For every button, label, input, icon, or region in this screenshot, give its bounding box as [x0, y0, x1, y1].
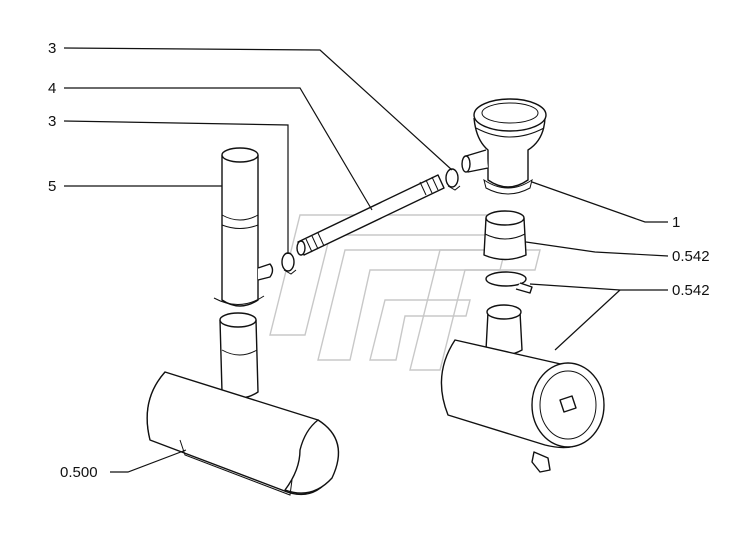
callout-3-mid: 3 [48, 113, 56, 130]
callout-4: 4 [48, 80, 56, 97]
hose-clamp-part-0542 [485, 271, 533, 294]
callout-3-top: 3 [48, 40, 56, 57]
pre-cleaner-part-1 [461, 98, 547, 195]
hose-clamp-part-3-top [445, 168, 461, 191]
leader-1 [531, 181, 668, 223]
callout-1: 1 [672, 214, 680, 231]
leader-0542-a [525, 241, 669, 257]
muffler-part-0500 [146, 312, 340, 496]
leader-4 [64, 87, 373, 211]
hose-part-0542 [483, 210, 527, 261]
leader-lines [63, 47, 669, 473]
callout-labels: 3 4 3 5 1 0.542 0.542 0.500 [48, 40, 710, 481]
leader-0542-b-branch [554, 289, 621, 351]
leader-0500 [110, 449, 187, 473]
air-filter-housing [440, 304, 605, 473]
leader-0542-b [529, 283, 668, 291]
leader-3-mid [63, 120, 289, 254]
callout-0500: 0.500 [60, 464, 98, 481]
intake-tube-part-4 [296, 174, 445, 256]
leader-3-top [63, 47, 453, 171]
callout-5: 5 [48, 178, 56, 195]
hose-clamp-part-3-mid [281, 252, 297, 275]
exhaust-pipe-part-5 [213, 147, 274, 307]
callout-0542-a: 0.542 [672, 248, 710, 265]
callout-0542-b: 0.542 [672, 282, 710, 299]
